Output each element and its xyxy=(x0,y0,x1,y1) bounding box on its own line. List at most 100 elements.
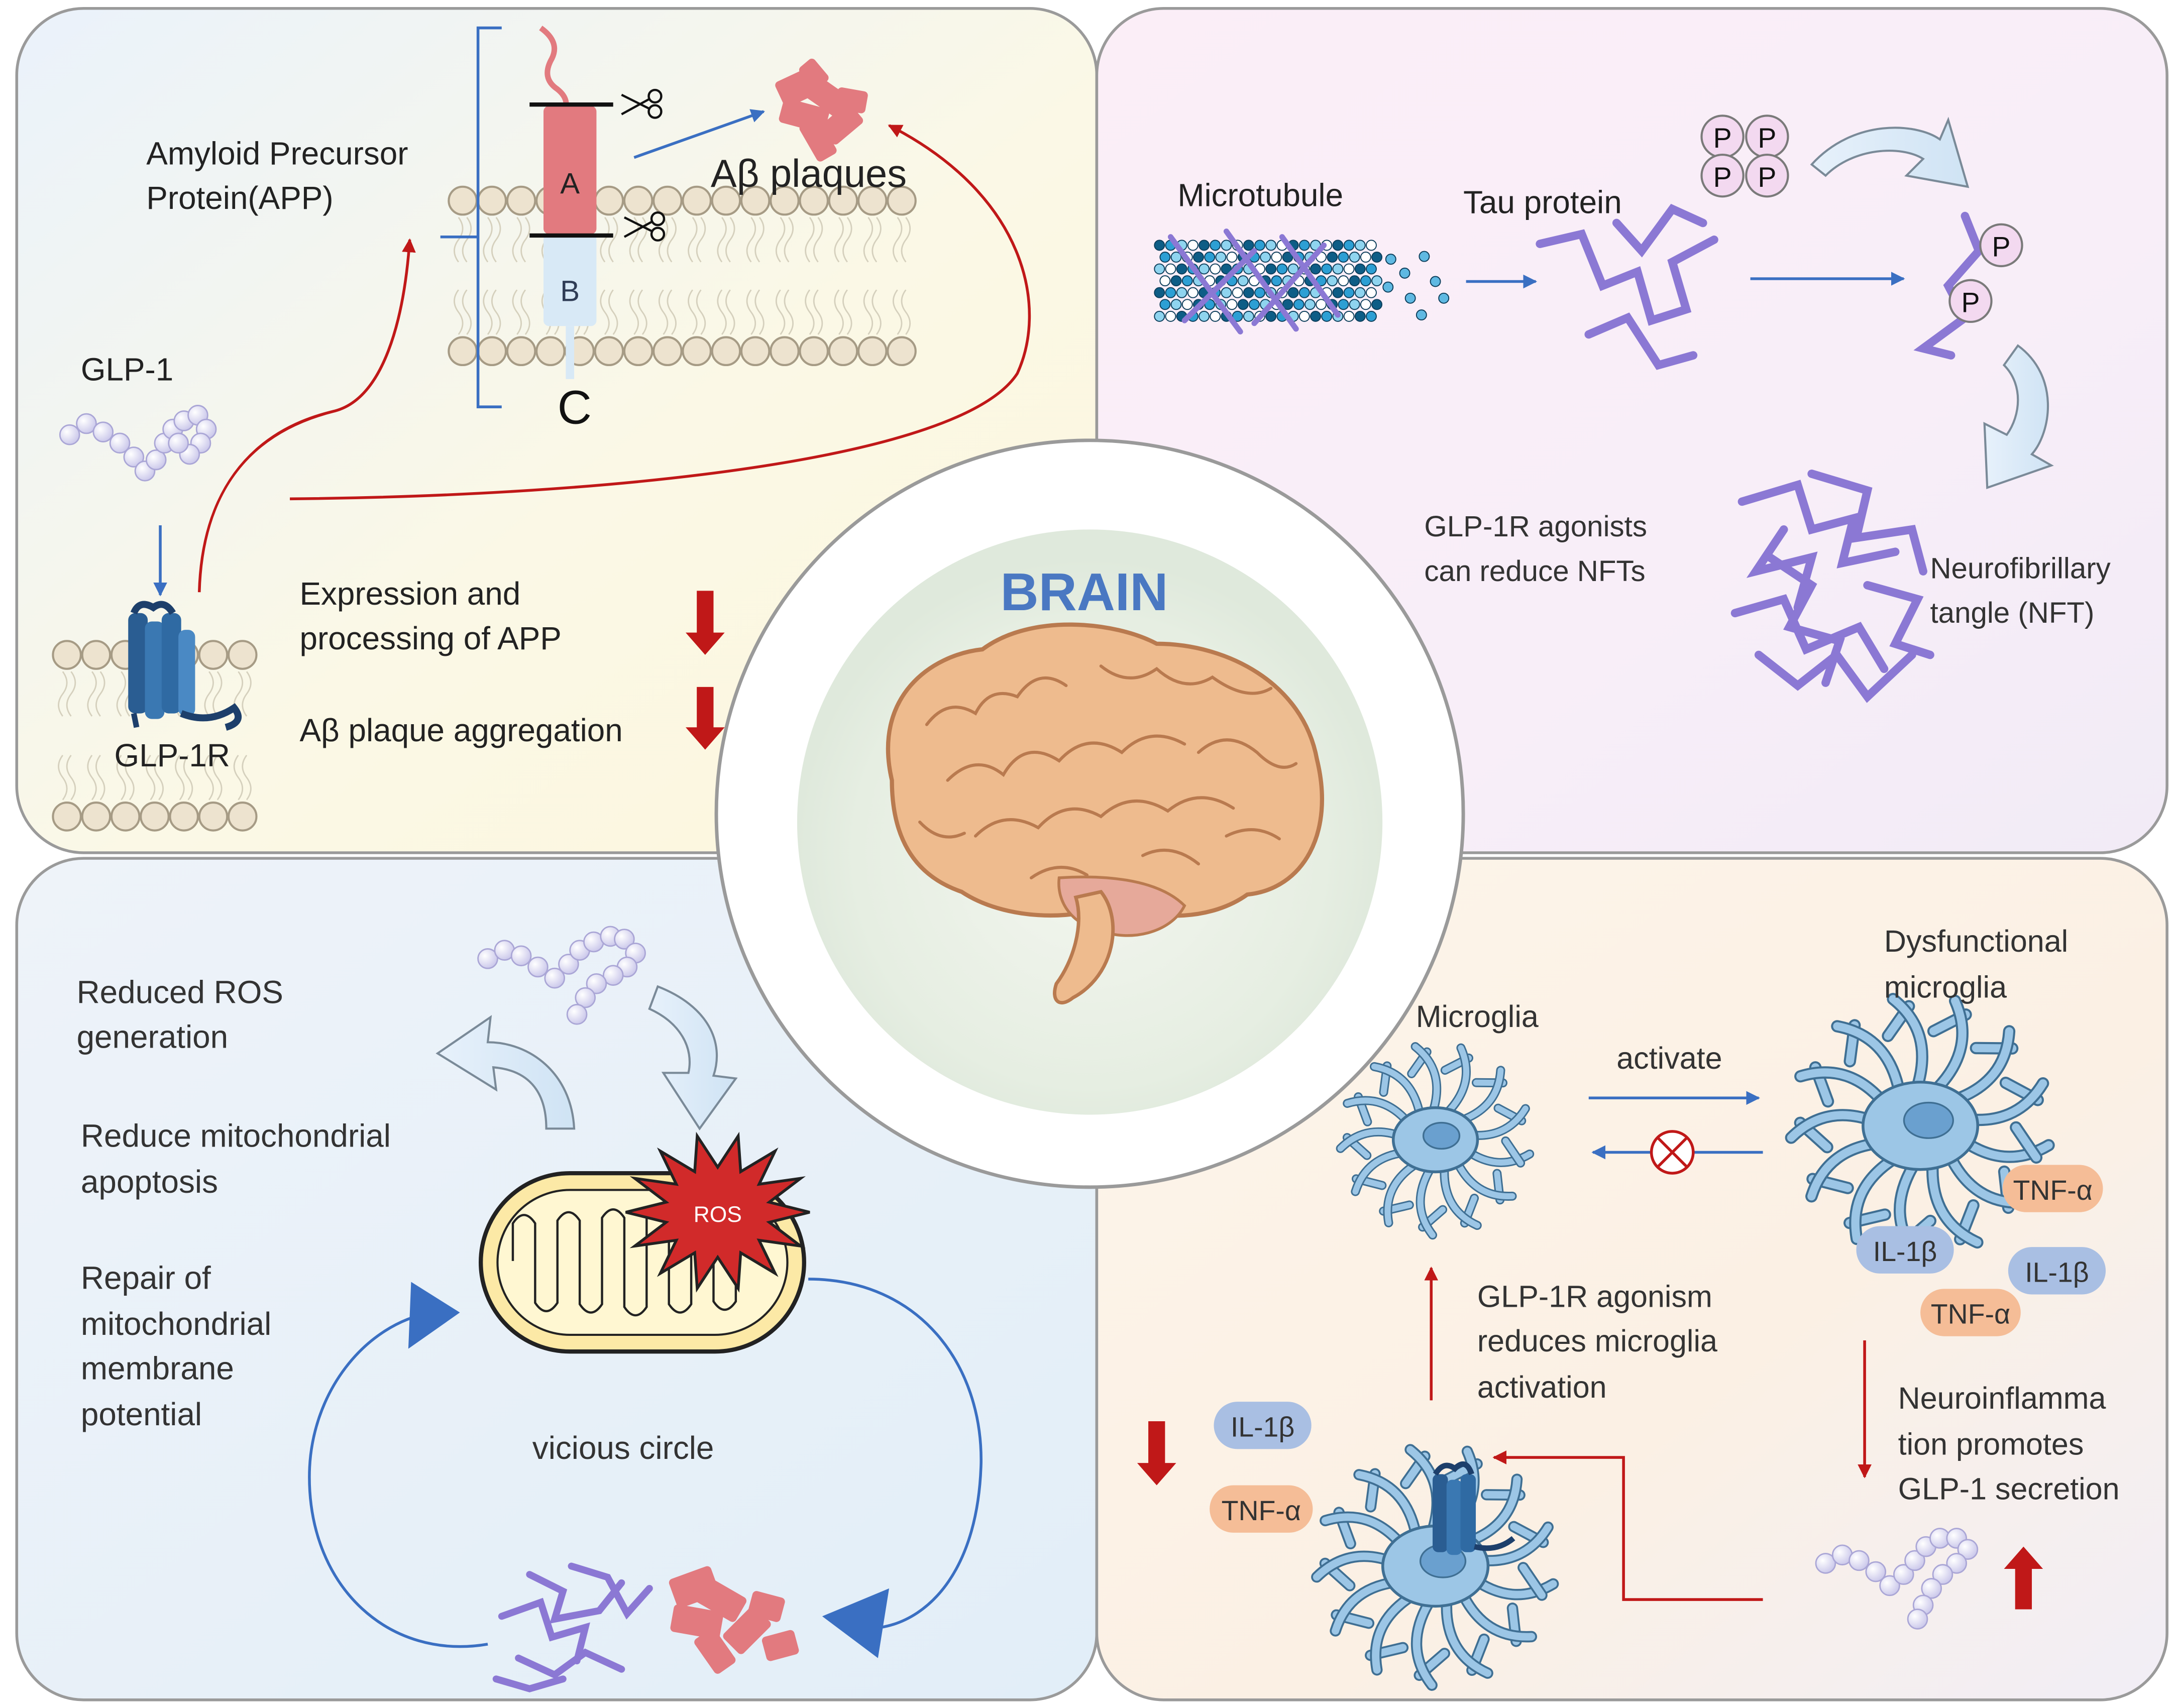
tubulin-subunit xyxy=(1282,252,1293,263)
peptide-bead xyxy=(109,432,131,454)
phosphate-symbol: P xyxy=(1713,162,1732,193)
tubulin-subunit xyxy=(1265,240,1277,251)
tau-strand xyxy=(568,1562,653,1620)
phosphorylated-tau-icon: P P xyxy=(1913,211,2023,360)
curved-flow-arrow xyxy=(436,1015,576,1130)
lipid-tail xyxy=(212,754,223,801)
lipid-tail xyxy=(608,289,618,335)
agonist-nft-text: GLP-1R agonists xyxy=(1424,510,1647,543)
lipid-tail xyxy=(183,754,193,801)
tubulin-subunit xyxy=(1204,299,1216,310)
tubulin-subunit xyxy=(1354,263,1366,275)
lipid-tail xyxy=(892,289,903,335)
lipid-tail xyxy=(813,289,823,335)
tubulin-subunit xyxy=(1192,252,1204,263)
dysfunctional-microglia-label: Dysfunctional xyxy=(1884,924,2068,958)
lipid-tail xyxy=(637,289,647,335)
tau-strand xyxy=(1737,480,1900,568)
peptide-bead xyxy=(566,1004,588,1025)
ros-burst-icon: ROS xyxy=(625,1131,810,1293)
lipid-tail xyxy=(754,217,765,263)
lipid-head xyxy=(477,336,507,367)
tubulin-subunit xyxy=(1254,287,1265,298)
tubulin-subunit xyxy=(1419,251,1430,262)
tubulin-subunit xyxy=(1298,240,1310,251)
tubulin-subunit xyxy=(1181,275,1193,287)
peptide-bead xyxy=(602,965,624,986)
lipid-tail xyxy=(512,289,522,335)
lipid-head xyxy=(594,185,624,216)
lipid-head xyxy=(506,185,536,216)
lipid-tail xyxy=(454,289,464,335)
lipid-tail xyxy=(242,671,252,717)
lipid-head xyxy=(227,802,258,832)
lipid-head xyxy=(887,336,917,367)
lipid-tail xyxy=(863,217,874,263)
tubulin-subunit xyxy=(1181,299,1193,310)
tubulin-subunit xyxy=(1237,275,1249,287)
tubulin-subunit xyxy=(1327,275,1338,287)
tubulin-subunit xyxy=(1226,299,1238,310)
microglia-labels: Microglia Dysfunctional microglia activa… xyxy=(1416,924,2120,1506)
peptide-bead xyxy=(76,413,97,434)
lipid-head xyxy=(535,336,566,367)
tubulin-subunit xyxy=(1332,287,1344,298)
peptide-bead xyxy=(614,929,635,950)
lipid-tail xyxy=(746,217,756,263)
tau-strand xyxy=(1863,581,1934,659)
tubulin-subunit xyxy=(1204,252,1216,263)
abeta-plaque-small xyxy=(669,1566,799,1674)
tubulin-subunit xyxy=(1321,310,1333,322)
lipid-tail xyxy=(154,754,164,801)
lipid-tail xyxy=(813,217,823,263)
tubulin-subunit xyxy=(1416,309,1427,321)
tubulin-subunit xyxy=(1338,275,1349,287)
phosphate-bead xyxy=(1700,153,1745,198)
glp1-peptide-chain xyxy=(59,405,217,482)
tubulin-subunit xyxy=(1265,263,1277,275)
glp1-peptide-chain xyxy=(477,926,646,1025)
down-arrow-icon xyxy=(685,591,725,655)
lipid-tail xyxy=(784,289,794,335)
nft-label: Neurofibrillary xyxy=(1930,552,2111,585)
lipid-tail xyxy=(901,217,911,263)
lipid-head xyxy=(198,640,229,670)
tubulin-subunit xyxy=(1248,299,1260,310)
membrane-lipid-tails xyxy=(454,217,911,335)
lipid-head xyxy=(477,185,507,216)
tubulin-subunit xyxy=(1310,310,1321,322)
tau-strand xyxy=(498,1598,590,1665)
agonism-text: GLP-1R agonism xyxy=(1477,1279,1712,1313)
app-domain-a-label: A xyxy=(560,168,580,200)
peptide-bead xyxy=(59,424,80,445)
tau-strand xyxy=(1746,525,1818,612)
peptide-bead xyxy=(145,449,167,471)
ros-effect-text: Reduced ROS xyxy=(77,974,283,1010)
peptide-bead xyxy=(1879,1575,1900,1597)
activate-label: activate xyxy=(1616,1041,1722,1075)
tau-protein-icon xyxy=(1536,203,1718,370)
tubulin-subunit xyxy=(1354,240,1366,251)
il1b-badge: IL-1β xyxy=(1231,1411,1294,1442)
microglia-nucleus xyxy=(1903,1101,1954,1139)
lipid-tail xyxy=(87,754,97,801)
phosphate-symbol: P xyxy=(1961,287,1980,318)
tubulin-subunit xyxy=(1287,287,1299,298)
tubulin-subunit xyxy=(1343,310,1355,322)
lipid-tail xyxy=(66,671,76,717)
peptide-bead xyxy=(1957,1539,1979,1560)
lipid-head xyxy=(828,336,858,367)
tubulin-subunit xyxy=(1260,252,1271,263)
peptide-bead xyxy=(477,948,498,969)
lipid-tail xyxy=(842,217,852,263)
lipid-tail xyxy=(805,289,815,335)
lipid-tail xyxy=(667,217,677,263)
nft-label: tangle (NFT) xyxy=(1930,597,2094,629)
lipid-tail xyxy=(775,289,786,335)
tubulin-subunit xyxy=(1430,276,1441,287)
tubulin-subunit xyxy=(1327,252,1338,263)
tubulin-subunit xyxy=(1349,275,1360,287)
lipid-head xyxy=(828,185,858,216)
glp1r-membrane xyxy=(52,640,258,832)
peptide-bead xyxy=(1849,1550,1870,1571)
